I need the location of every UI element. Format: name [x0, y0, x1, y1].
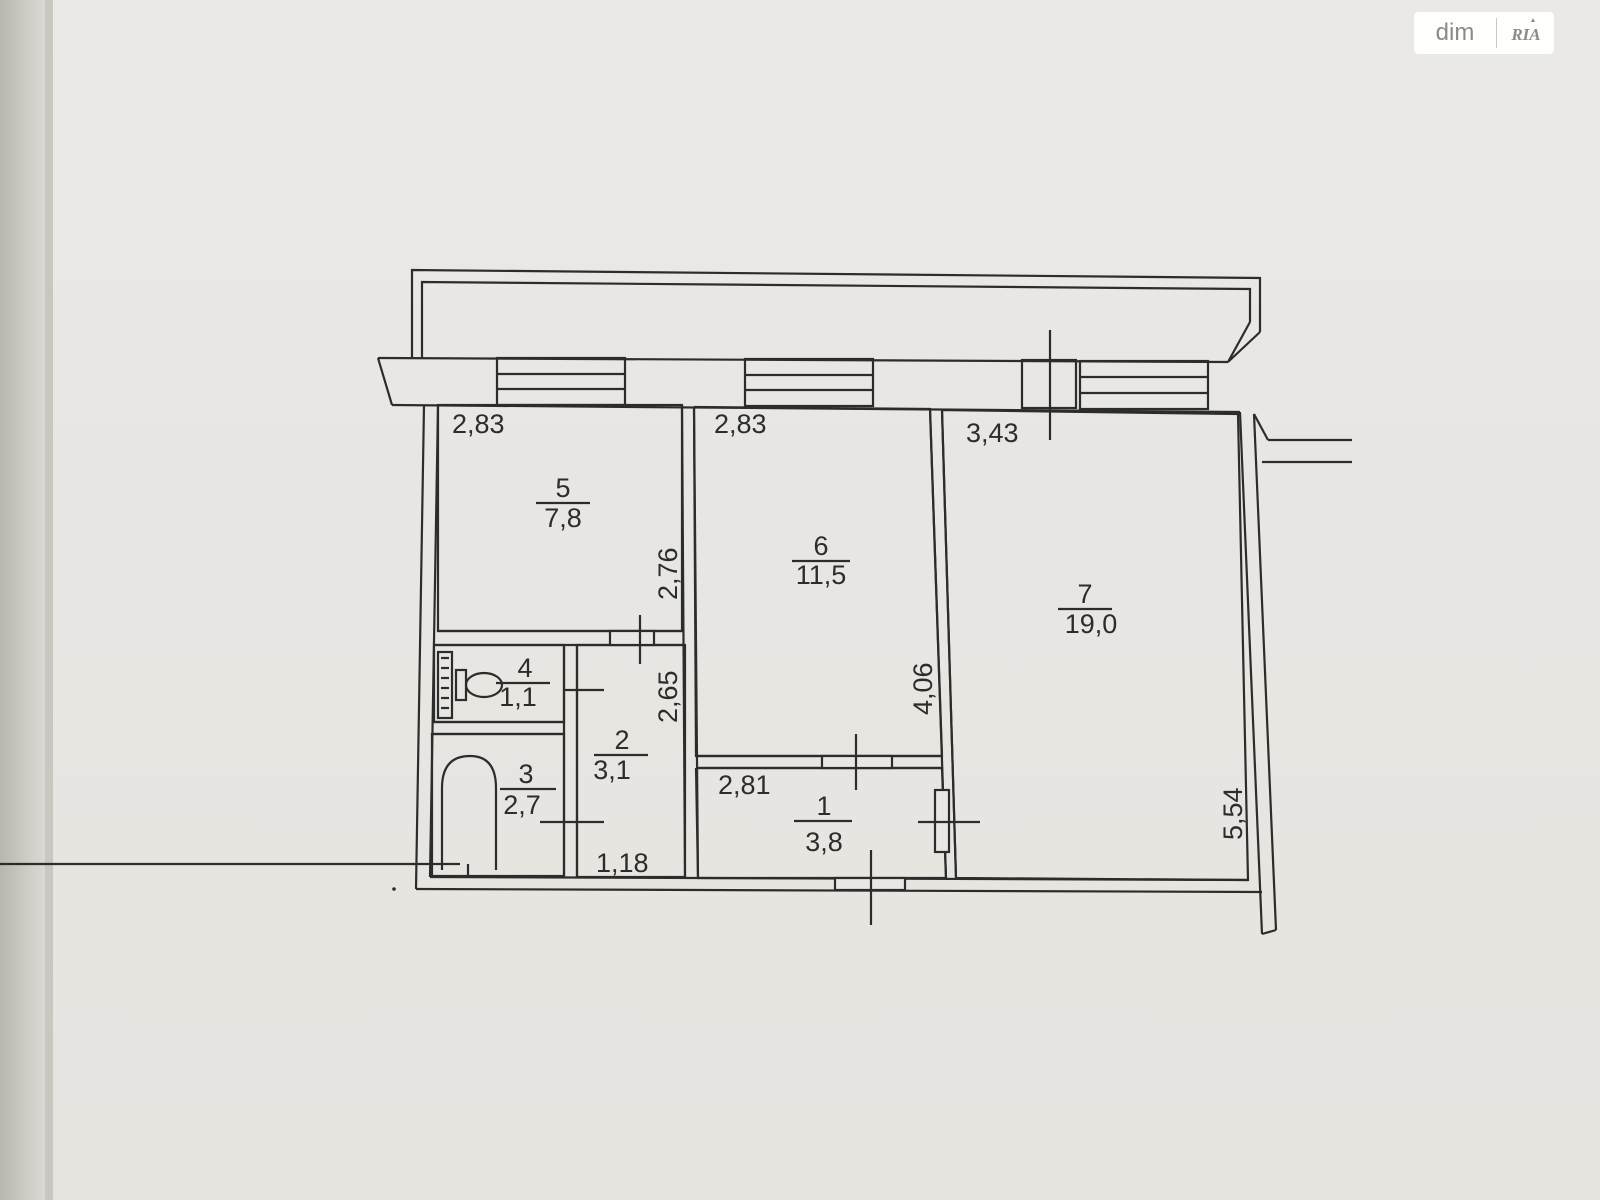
doors	[540, 615, 980, 925]
ria-logo-icon: RIA	[1497, 18, 1554, 48]
room-2-area: 3,1	[593, 755, 631, 785]
dimension-room1-width: 2,81	[718, 770, 771, 800]
room-5-number: 5	[555, 473, 570, 503]
dimension-room7-width: 3,43	[966, 418, 1019, 448]
toilet	[436, 650, 504, 720]
dimension-room5-depth: 2,76	[653, 547, 683, 600]
room-7-area: 19,0	[1065, 609, 1118, 639]
dimension-room6-width: 2,83	[714, 409, 767, 439]
dimension-room2-width: 1,18	[596, 848, 649, 878]
room-1-area: 3,8	[805, 827, 843, 857]
room-1-number: 1	[816, 791, 831, 821]
room-5-area: 7,8	[544, 503, 582, 533]
paper-sheet	[53, 0, 1600, 1200]
room-6-area: 11,5	[796, 560, 847, 590]
room-3-area: 2,7	[503, 790, 541, 820]
bathtub	[0, 754, 498, 878]
windows	[495, 330, 1210, 440]
balcony	[410, 268, 1262, 363]
dimension-room2-depth: 2,65	[653, 670, 683, 723]
room-4-number: 4	[517, 653, 532, 683]
watermark-divider	[1496, 18, 1497, 48]
watermark-badge: dim RIA	[1414, 12, 1554, 54]
book-spine-edge	[45, 0, 53, 1200]
room-7-outline	[940, 408, 1250, 882]
room-3-outline	[430, 732, 566, 878]
book-spine	[0, 0, 45, 1200]
dimension-room5-width: 2,83	[452, 409, 505, 439]
room-2-number: 2	[614, 725, 629, 755]
dimension-room7-depth: 5,54	[1218, 787, 1248, 840]
room-3-number: 3	[518, 759, 533, 789]
watermark-site: dim	[1435, 19, 1475, 46]
svg-text:RIA: RIA	[1510, 25, 1540, 44]
room-7-number: 7	[1077, 579, 1092, 609]
dimension-room6-depth: 4,06	[908, 662, 938, 715]
room-6-number: 6	[813, 531, 828, 561]
room-4-area: 1,1	[499, 682, 537, 712]
